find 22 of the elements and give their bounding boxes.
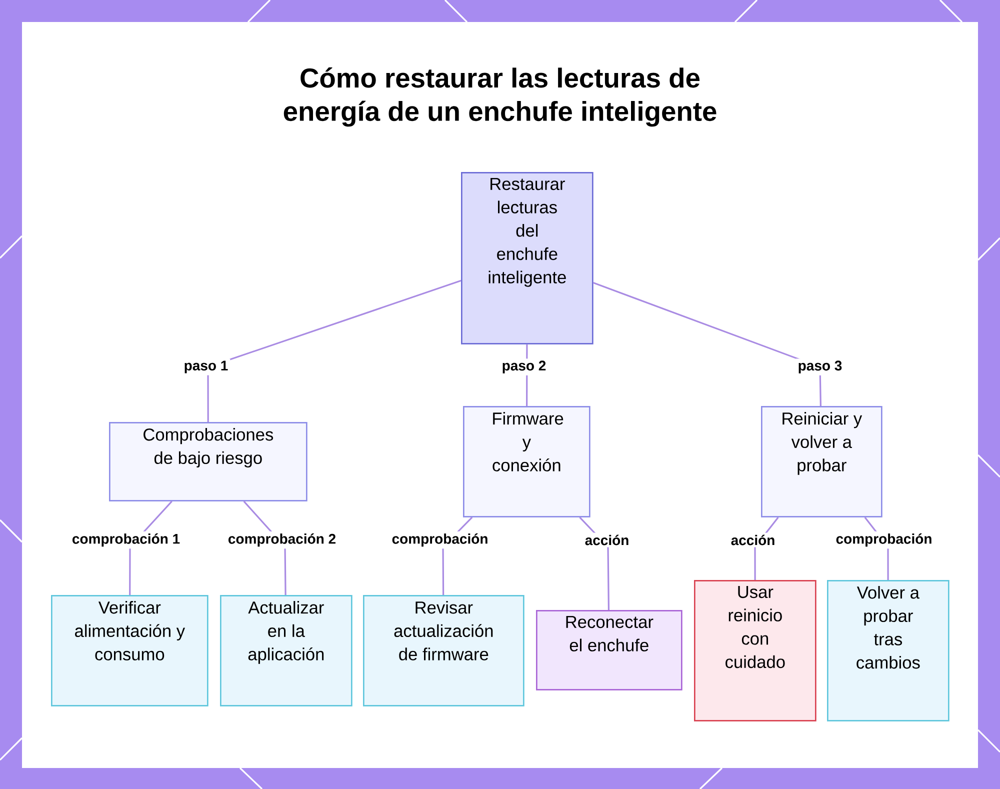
- edge-label: comprobación 2: [226, 531, 338, 549]
- process-box: Verificar alimentación y consumo: [51, 595, 208, 706]
- process-box: Revisar actualización de firmware: [363, 595, 524, 706]
- process-box: Firmware y conexión: [463, 406, 590, 518]
- process-box: Actualizar en la aplicación: [220, 595, 352, 706]
- process-box: Reiniciar y volver a probar: [761, 406, 882, 518]
- edge-label: comprobación: [390, 531, 490, 549]
- process-box: Restaurar lecturas del enchufe inteligente: [461, 172, 594, 344]
- edge-label: paso 1: [182, 358, 230, 376]
- process-box: Comprobaciones de bajo riesgo: [109, 422, 308, 502]
- edge-label: comprobación: [834, 531, 934, 549]
- process-box: Usar reinicio con cuidado: [694, 580, 816, 722]
- connector: [593, 282, 822, 406]
- process-box: Volver a probar tras cambios: [827, 580, 950, 722]
- edge-label: acción: [582, 532, 632, 548]
- edge-label: paso 2: [500, 358, 548, 376]
- connector: [207, 280, 462, 422]
- edge-label: comprobación 1: [70, 531, 182, 549]
- process-box: Reconectar el enchufe: [536, 610, 682, 690]
- edge-label: acción: [728, 532, 778, 548]
- edge-label: paso 3: [796, 358, 844, 376]
- title: Cómo restaurar las lecturas de energía de un enchufe inteligente: [284, 67, 716, 127]
